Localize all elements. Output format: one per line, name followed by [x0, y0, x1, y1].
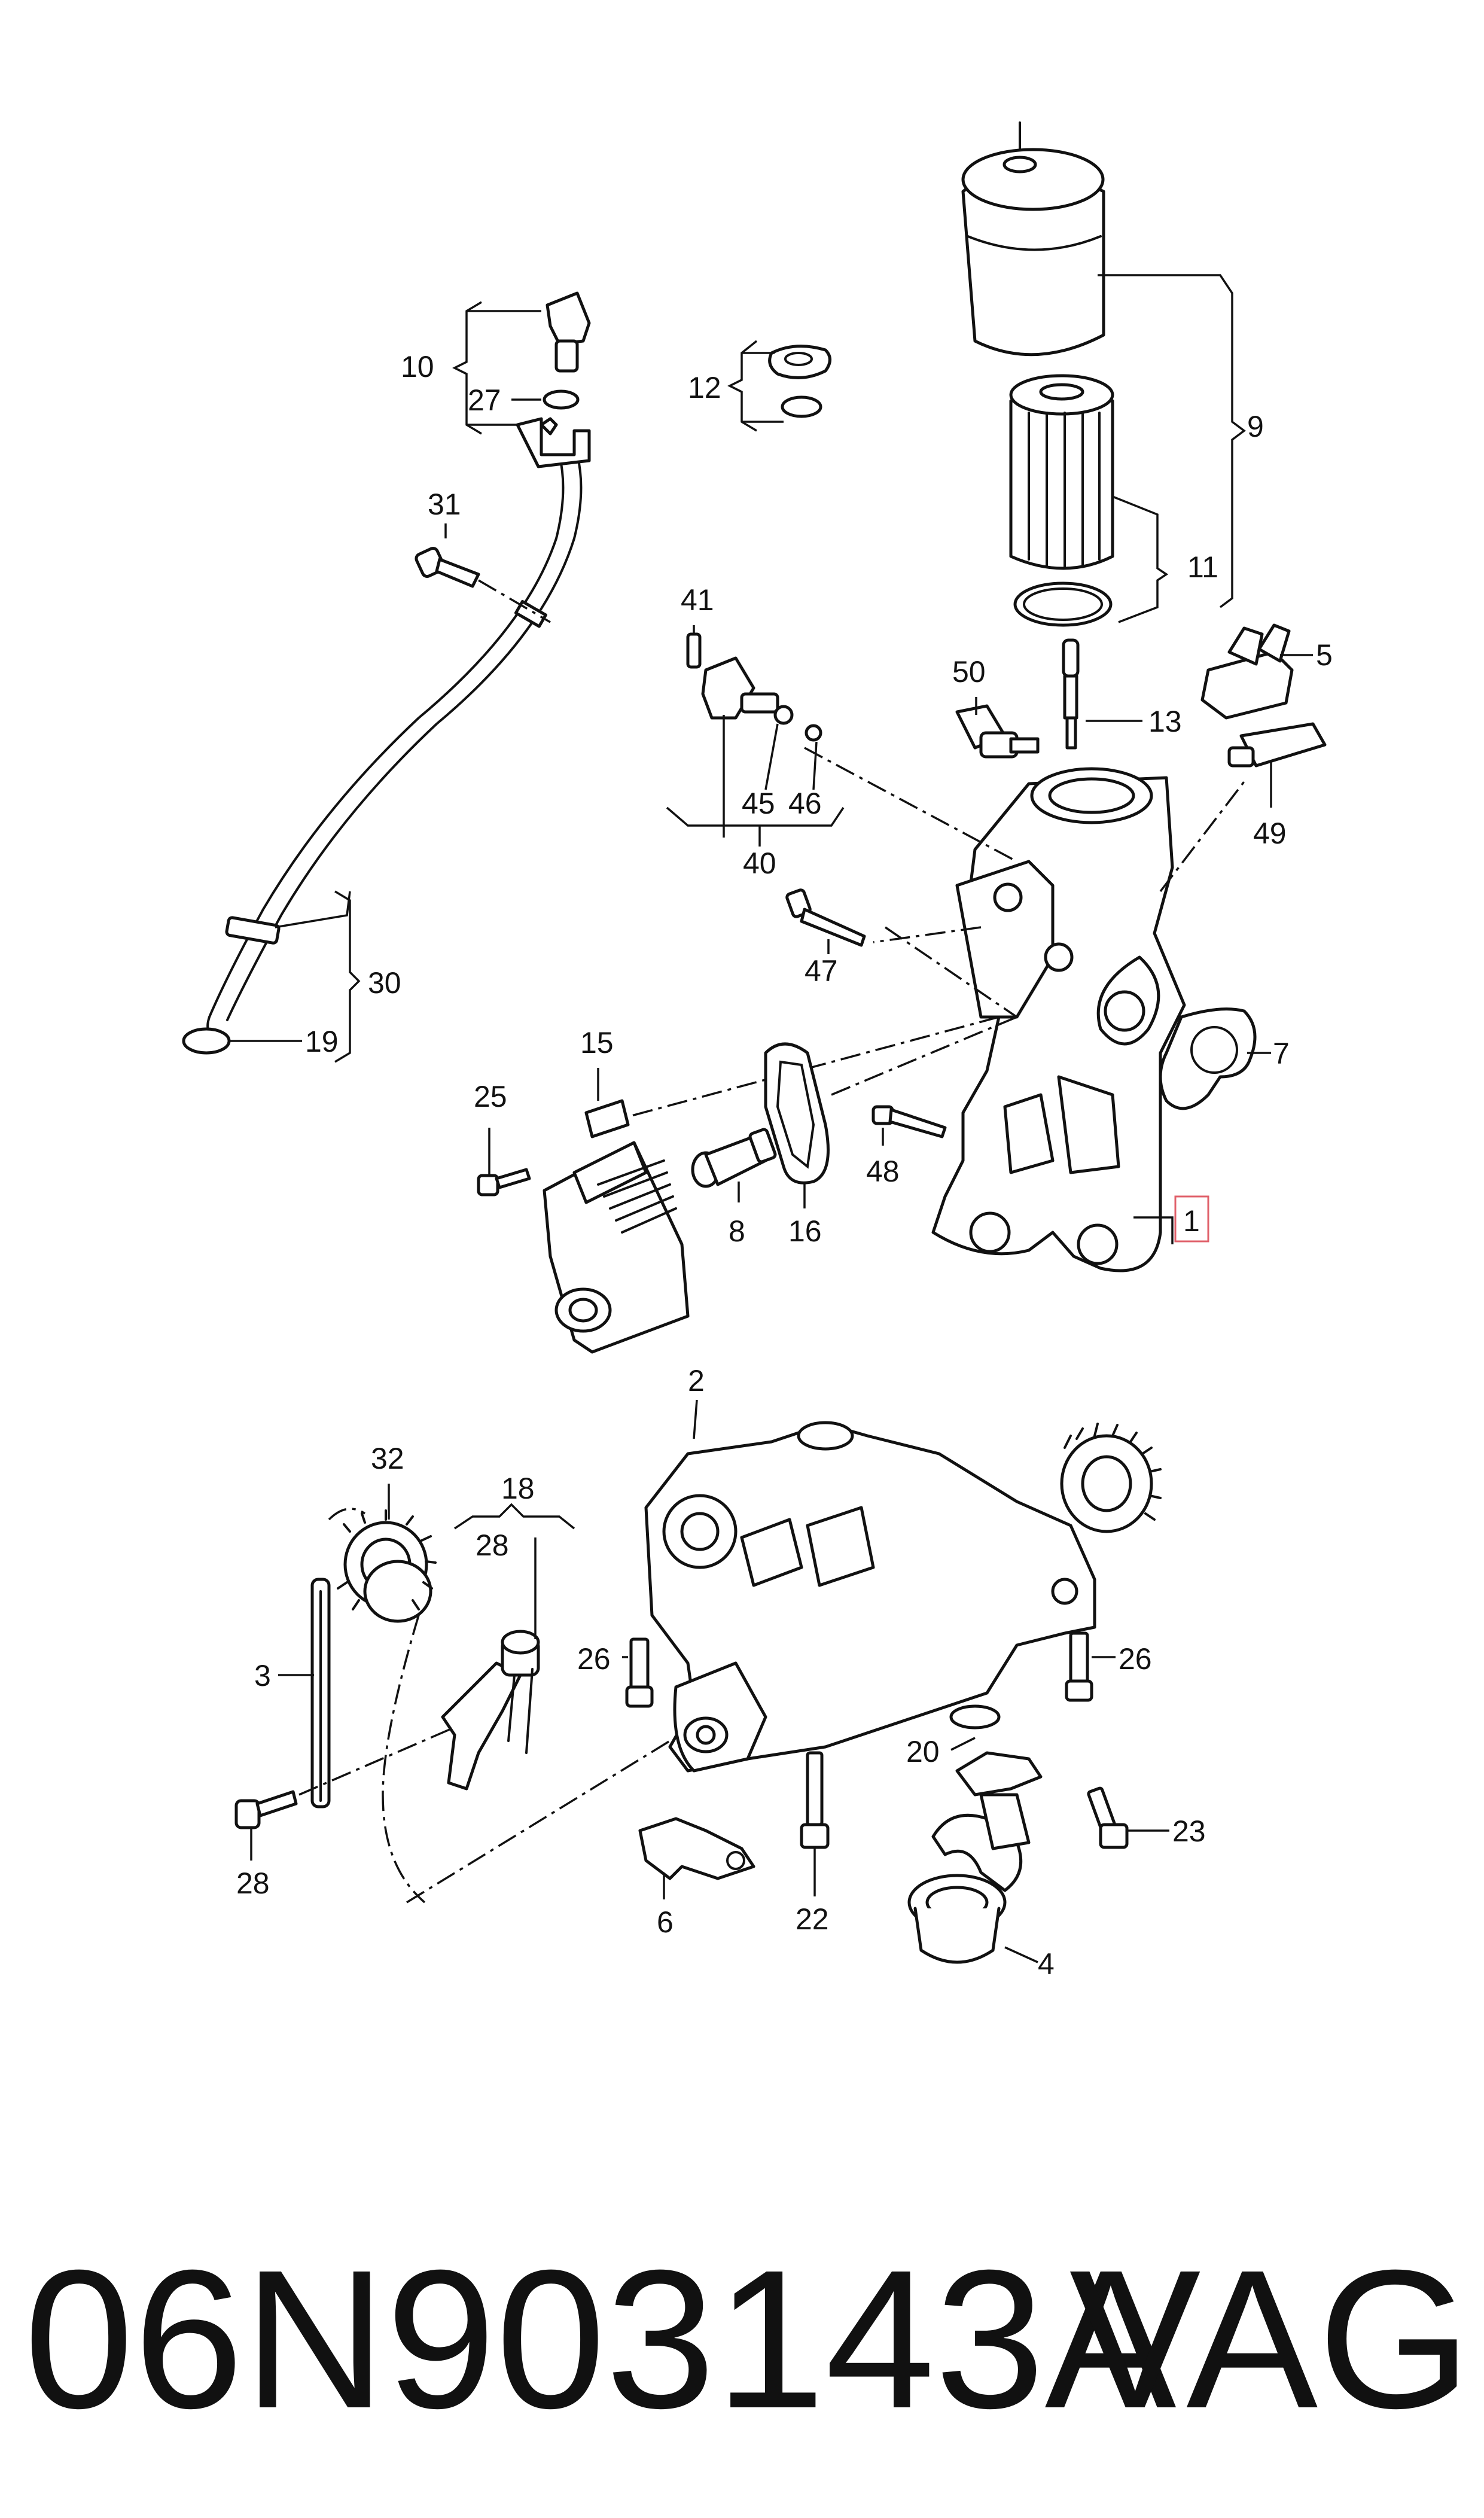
union-8[interactable] — [691, 1128, 777, 1188]
callout-10: 10 — [401, 350, 434, 383]
dipstick-guide-tube[interactable] — [206, 417, 583, 1039]
chain-tensioner-18[interactable] — [441, 1630, 540, 1791]
callout-1: 1 — [1183, 1204, 1200, 1238]
gasket-7[interactable] — [1159, 1007, 1257, 1110]
callout-25: 25 — [474, 1080, 507, 1113]
chain-sprocket-32[interactable] — [337, 1509, 437, 1623]
callout-26-left: 26 — [577, 1642, 611, 1676]
callout-1-highlight — [1174, 1195, 1209, 1243]
callout-30: 30 — [368, 966, 401, 1000]
callout-5: 5 — [1316, 638, 1333, 672]
callout-2: 2 — [688, 1364, 705, 1397]
callout-28-tensioner: 28 — [476, 1529, 509, 1562]
callout-27: 27 — [468, 383, 501, 417]
callout-9: 9 — [1247, 410, 1264, 443]
callout-46: 46 — [788, 787, 822, 820]
oil-filter-seal-ring[interactable] — [1013, 581, 1113, 627]
callout-18: 18 — [501, 1472, 535, 1505]
callout-6: 6 — [657, 1905, 674, 1939]
callout-8: 8 — [729, 1214, 745, 1248]
callout-22: 22 — [796, 1902, 829, 1936]
bolt-26-right[interactable] — [1065, 1631, 1093, 1702]
dipstick-10[interactable] — [546, 291, 591, 373]
oil-pressure-switch-assembly-40[interactable] — [686, 632, 822, 742]
callout-45: 45 — [742, 787, 775, 820]
callout-26-right: 26 — [1119, 1642, 1152, 1676]
callout-11: 11 — [1187, 550, 1218, 584]
callout-19: 19 — [305, 1025, 339, 1058]
bolt-23[interactable] — [1087, 1786, 1129, 1849]
oil-pickup-tube-4[interactable] — [907, 1751, 1043, 1964]
oil-filter-housing-cap[interactable] — [961, 121, 1105, 357]
bolt-26-left[interactable] — [625, 1637, 654, 1708]
callout-12: 12 — [688, 371, 721, 404]
oil-temperature-sensor-49[interactable] — [1227, 722, 1327, 768]
callout-32: 32 — [371, 1442, 404, 1475]
callout-23: 23 — [1172, 1814, 1206, 1848]
callout-15: 15 — [580, 1026, 614, 1059]
dipstick-bracket[interactable] — [516, 417, 591, 468]
bolt-48[interactable] — [871, 1105, 947, 1138]
bolt-31[interactable] — [415, 546, 480, 588]
bolt-47[interactable] — [785, 888, 866, 947]
bracket-6[interactable] — [638, 1817, 755, 1880]
callout-4: 4 — [1038, 1947, 1055, 1981]
oil-filter-element[interactable] — [1009, 374, 1114, 570]
o-ring-27[interactable] — [543, 389, 580, 410]
part-number-footer: 06N903143A VAG — [24, 2213, 1471, 2465]
oil-pump-2[interactable] — [644, 1421, 1162, 1773]
filler-cap-12[interactable] — [768, 345, 831, 418]
callout-41: 41 — [681, 583, 714, 617]
callout-20: 20 — [906, 1735, 940, 1768]
part-number: 06N903143A — [24, 2228, 1177, 2449]
callout-28-bolt: 28 — [236, 1867, 270, 1900]
callout-49: 49 — [1253, 817, 1287, 850]
callout-16: 16 — [788, 1214, 822, 1248]
exploded-parts-diagram: 9 11 13 5 49 50 — [182, 121, 1333, 1981]
brand-name: VAG — [1069, 2228, 1471, 2449]
oil-cooler-15[interactable] — [543, 1099, 690, 1354]
callout-48: 48 — [866, 1155, 900, 1188]
seal-ring-20[interactable] — [949, 1704, 1001, 1730]
gasket-16[interactable] — [764, 1042, 830, 1185]
sensor-50[interactable] — [955, 704, 1040, 759]
callout-50: 50 — [952, 655, 986, 689]
callout-31: 31 — [428, 488, 461, 521]
bolt-22[interactable] — [800, 1751, 830, 1849]
bolt-28[interactable] — [234, 1790, 298, 1829]
bracket-5[interactable] — [1200, 623, 1294, 720]
oil-pressure-sensor-13[interactable] — [1062, 638, 1080, 750]
callout-40: 40 — [743, 847, 776, 880]
drive-chain-3[interactable] — [310, 1508, 426, 1904]
callout-13: 13 — [1148, 705, 1182, 738]
callout-7: 7 — [1273, 1037, 1290, 1070]
seal-ring-19[interactable] — [182, 1027, 231, 1055]
oil-filter-bracket-housing[interactable] — [931, 767, 1186, 1272]
callout-3: 3 — [254, 1659, 271, 1692]
callout-47: 47 — [805, 954, 838, 988]
bolt-25[interactable] — [477, 1168, 531, 1196]
